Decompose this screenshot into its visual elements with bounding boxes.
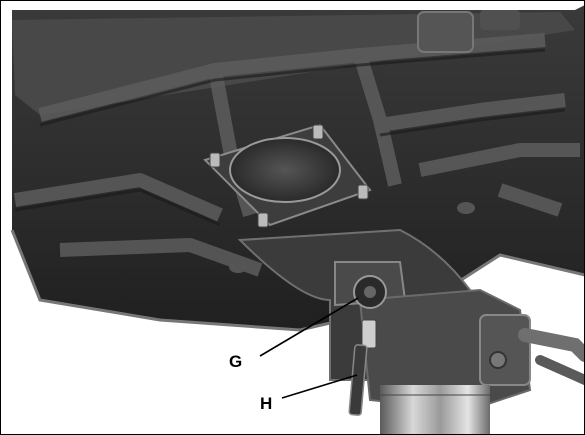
boss <box>229 261 247 273</box>
stud <box>257 212 269 228</box>
callout-leader-g <box>259 297 359 357</box>
label-bg <box>258 392 280 412</box>
locking-handle <box>348 319 377 416</box>
table-lock-bolt <box>353 275 387 309</box>
callout-label-h: H <box>260 394 272 413</box>
column <box>380 385 490 435</box>
column-clamp <box>358 288 585 412</box>
stud <box>312 124 324 140</box>
callout-label-g: G <box>229 352 242 371</box>
callout-leader-h <box>281 374 358 399</box>
stud <box>209 152 221 168</box>
mounting-plate <box>203 123 372 228</box>
label-bg <box>226 350 246 370</box>
boss <box>457 202 475 214</box>
stud <box>357 184 369 200</box>
